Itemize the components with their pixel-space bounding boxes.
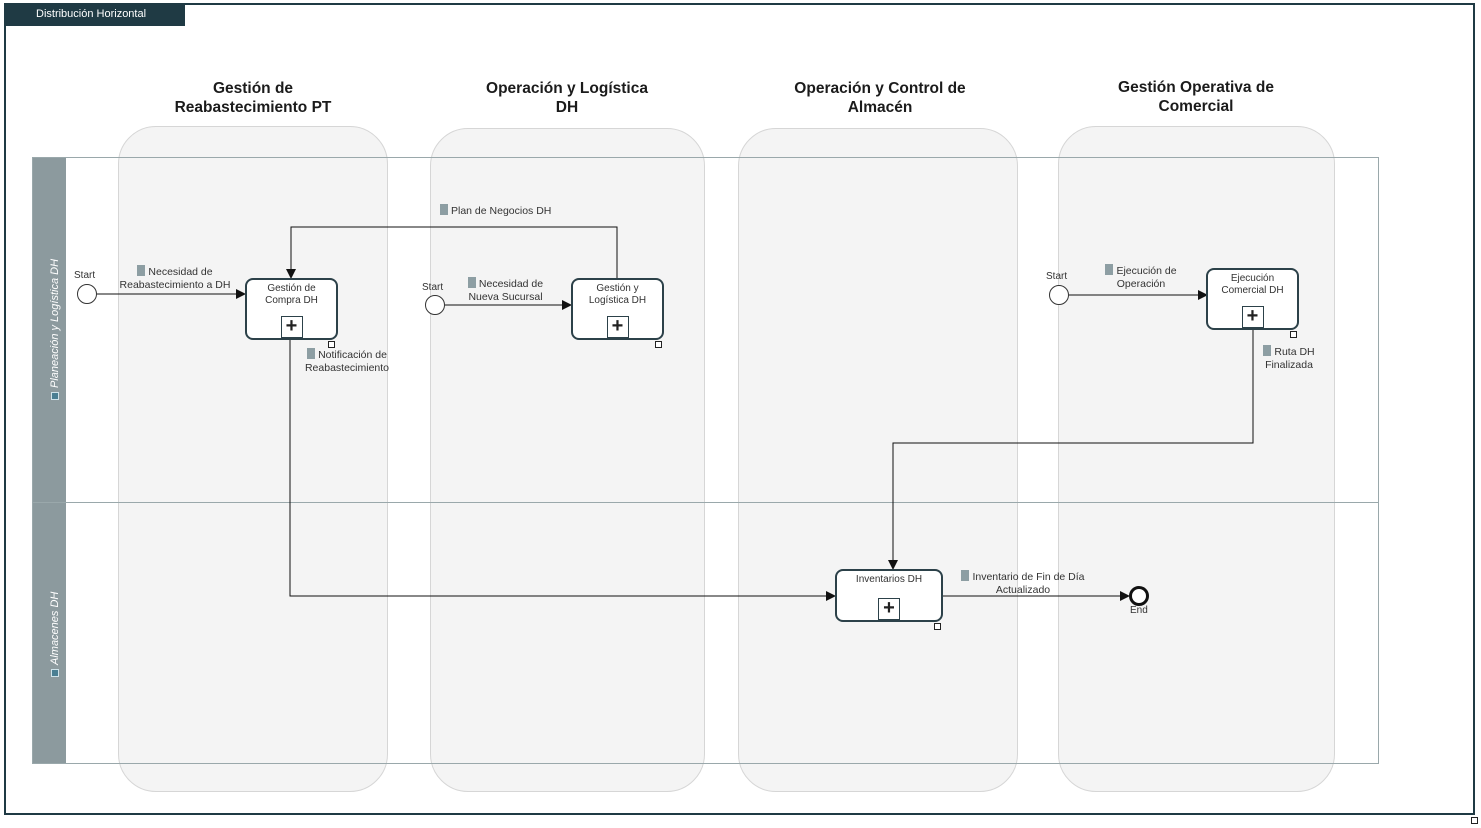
lane-header-planeacion[interactable] bbox=[33, 158, 66, 502]
lane-header-almacenes[interactable] bbox=[33, 503, 66, 763]
column-gestion-reabastecimiento[interactable] bbox=[118, 126, 388, 792]
document-icon bbox=[307, 348, 316, 359]
expand-subprocess-icon[interactable]: + bbox=[606, 316, 629, 338]
subprocess-marker-icon bbox=[655, 341, 662, 348]
flow-label-inventario-fin-dia: Inventario de Fin de Día Actualizado bbox=[951, 570, 1095, 597]
lane-divider bbox=[32, 502, 1379, 503]
start-event-label: Start bbox=[74, 270, 96, 281]
column-gestion-operativa-comercial[interactable] bbox=[1058, 126, 1335, 792]
document-icon bbox=[961, 570, 970, 581]
column-title: Operación y Logística DH bbox=[486, 80, 648, 116]
expand-subprocess-icon[interactable]: + bbox=[280, 316, 303, 338]
column-title: Gestión de Reabastecimiento PT bbox=[174, 80, 332, 116]
expand-subprocess-icon[interactable]: + bbox=[878, 598, 900, 620]
task-label: Gestión y Logística DH bbox=[588, 283, 647, 306]
task-gestion-logistica[interactable]: Gestión y Logística DH + bbox=[571, 278, 664, 340]
subprocess-marker-icon bbox=[1290, 331, 1297, 338]
column-title: Gestión Operativa de Comercial bbox=[1118, 79, 1274, 115]
document-icon bbox=[467, 277, 476, 288]
subprocess-marker-icon bbox=[934, 623, 941, 630]
end-event[interactable] bbox=[1129, 586, 1149, 606]
document-icon bbox=[1263, 345, 1272, 356]
column-operacion-control-almacen[interactable] bbox=[738, 128, 1018, 792]
flow-label-necesidad-reabastecimiento: Necesidad de Reabastecimiento a DH bbox=[119, 265, 231, 291]
flow-label-ejecucion-operacion: Ejecución de Operación bbox=[1096, 264, 1186, 291]
flow-plan-negocios[interactable] bbox=[286, 226, 618, 279]
start-event-label: Start bbox=[422, 282, 444, 293]
expand-subprocess-icon[interactable]: + bbox=[1241, 306, 1264, 328]
subprocess-marker-icon bbox=[328, 341, 335, 348]
start-event-label: Start bbox=[1046, 271, 1068, 282]
flow-compra-to-inventarios[interactable] bbox=[289, 340, 836, 601]
start-event[interactable] bbox=[77, 284, 97, 304]
start-event[interactable] bbox=[425, 295, 445, 315]
frame-corner-icon bbox=[1471, 817, 1478, 824]
document-icon bbox=[440, 204, 448, 215]
column-operacion-logistica[interactable] bbox=[430, 128, 705, 792]
flow-label-plan-negocios: Plan de Negocios DH bbox=[440, 204, 565, 218]
column-title: Operación y Control de Almacén bbox=[794, 80, 966, 116]
flow-label-necesidad-sucursal: Necesidad de Nueva Sucursal bbox=[467, 277, 544, 303]
document-icon bbox=[1105, 264, 1114, 275]
task-gestion-compra[interactable]: Gestión de Compra DH + bbox=[245, 278, 338, 340]
start-event[interactable] bbox=[1049, 285, 1069, 305]
task-label: Gestión de Compra DH bbox=[265, 283, 318, 306]
task-ejecucion-comercial[interactable]: Ejecución Comercial DH + bbox=[1206, 268, 1299, 330]
end-event-label: End bbox=[1130, 605, 1148, 616]
pool bbox=[32, 157, 1379, 764]
task-inventarios[interactable]: Inventarios DH + bbox=[835, 569, 943, 622]
flow-label-notificacion: Notificación de Reabastecimiento bbox=[304, 348, 390, 374]
task-label: Ejecución Comercial DH bbox=[1221, 273, 1284, 296]
diagram-title-tab[interactable]: Distribución Horizontal bbox=[4, 3, 185, 26]
document-icon bbox=[137, 265, 146, 276]
flow-ejecucion-to-inventarios[interactable] bbox=[888, 330, 1254, 570]
task-label: Inventarios DH bbox=[855, 574, 923, 585]
flow-label-ruta-finalizada: Ruta DH Finalizada bbox=[1263, 345, 1315, 371]
